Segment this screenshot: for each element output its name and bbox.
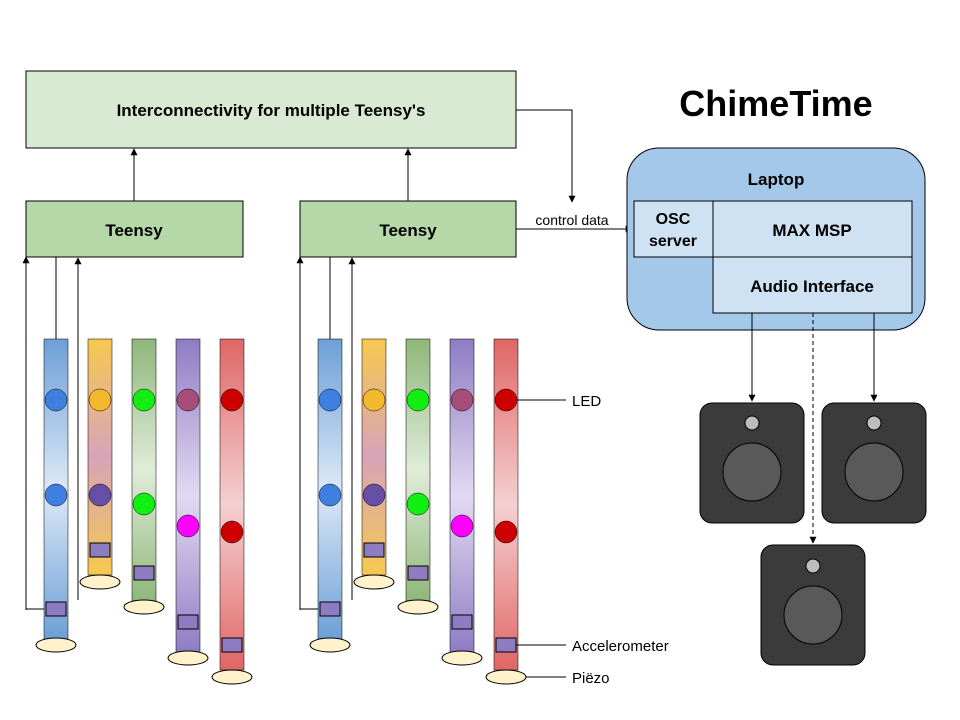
led-annotation: LED	[572, 393, 601, 410]
led-purple-top	[450, 388, 474, 412]
piezo-blue	[35, 637, 77, 653]
speaker-left	[699, 402, 805, 524]
piezo-annotation: Piëzo	[572, 670, 610, 687]
led-yellow-mid	[362, 483, 386, 507]
audio-interface-label: Audio Interface	[750, 277, 874, 296]
chime-group-2	[296, 256, 527, 685]
led-green-mid	[132, 492, 156, 516]
accelerometer-yellow	[89, 542, 111, 558]
led-green-mid	[406, 492, 430, 516]
chime-tube-purple	[449, 338, 475, 654]
max-msp-box	[712, 200, 913, 258]
chime-tube-red	[219, 338, 245, 671]
teensy-label-1: Teensy	[105, 221, 163, 240]
accelerometer-yellow	[363, 542, 385, 558]
osc-label-line1: OSC	[656, 211, 691, 228]
piezo-green	[397, 599, 439, 615]
accelerometer-green	[133, 565, 155, 581]
led-yellow-top	[362, 388, 386, 412]
piezo-yellow	[79, 574, 121, 590]
led-purple-mid	[176, 514, 200, 538]
accelerometer-purple	[451, 614, 473, 630]
speaker-bottom	[760, 544, 866, 666]
osc-server-box	[633, 200, 714, 258]
led-green-top	[132, 388, 156, 412]
accelerometer-blue	[45, 601, 67, 617]
chime-group-1	[22, 256, 253, 685]
audio-interface-box	[712, 256, 913, 314]
led-purple-top	[176, 388, 200, 412]
accelerometer-red	[495, 637, 517, 653]
teensy-label-2: Teensy	[379, 221, 437, 240]
chime-tube-green	[131, 338, 157, 602]
led-red-mid	[220, 520, 244, 544]
led-blue-mid	[44, 483, 68, 507]
diagram-title: ChimeTime	[679, 83, 872, 124]
control-data-label: control data	[535, 212, 608, 228]
max-msp-label: MAX MSP	[772, 221, 851, 240]
led-red-top	[494, 388, 518, 412]
chime-tube-yellow	[361, 338, 387, 576]
led-yellow-top	[88, 388, 112, 412]
speaker-right	[821, 402, 927, 524]
accelerometer-annotation: Accelerometer	[572, 638, 669, 655]
laptop-label: Laptop	[748, 170, 805, 189]
arrow-hub-to-control	[516, 109, 576, 203]
piezo-blue	[309, 637, 351, 653]
led-blue-top	[44, 388, 68, 412]
led-yellow-mid	[88, 483, 112, 507]
piezo-red	[211, 669, 253, 685]
led-green-top	[406, 388, 430, 412]
chime-tube-yellow	[87, 338, 113, 576]
led-purple-mid	[450, 514, 474, 538]
accelerometer-purple	[177, 614, 199, 630]
piezo-purple	[441, 650, 483, 666]
chime-tube-green	[405, 338, 431, 602]
hub-box	[25, 70, 517, 149]
led-blue-top	[318, 388, 342, 412]
accelerometer-green	[407, 565, 429, 581]
led-blue-mid	[318, 483, 342, 507]
piezo-green	[123, 599, 165, 615]
osc-label-line2: server	[649, 233, 697, 250]
piezo-yellow	[353, 574, 395, 590]
led-red-mid	[494, 520, 518, 544]
piezo-purple	[167, 650, 209, 666]
led-red-top	[220, 388, 244, 412]
accelerometer-blue	[319, 601, 341, 617]
chime-tube-red	[493, 338, 519, 671]
accelerometer-red	[221, 637, 243, 653]
hub-label: Interconnectivity for multiple Teensy's	[117, 101, 426, 120]
chime-tube-purple	[175, 338, 201, 654]
teensy-box-1	[25, 200, 244, 258]
piezo-red	[485, 669, 527, 685]
